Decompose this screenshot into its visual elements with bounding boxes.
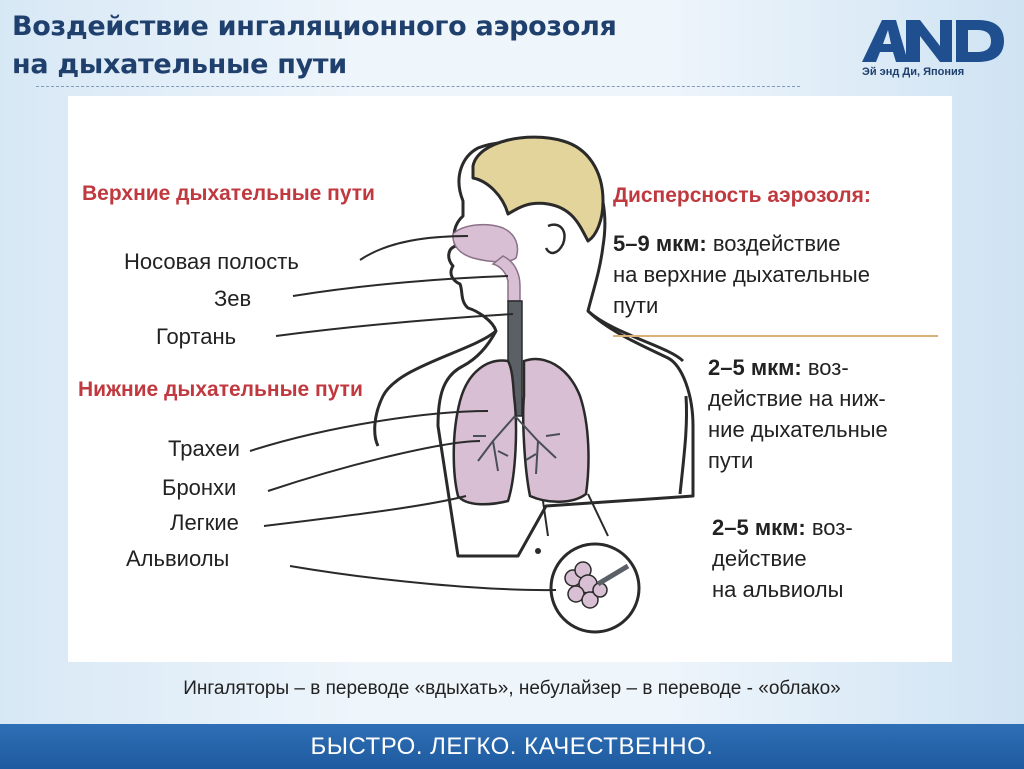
label-alveoli: Альвиолы (126, 546, 230, 571)
dispersion-heading: Дисперсность аэрозоля: (613, 184, 871, 207)
dispersion-2-line-4: пути (708, 448, 754, 473)
dispersion-2-line-3: ние дыхательные (708, 417, 888, 442)
label-trachea: Трахеи (168, 436, 240, 461)
dispersion-1-line-1: воздействие (712, 231, 841, 256)
dispersion-1-line-2: на верхние дыхательные (613, 262, 870, 287)
label-lungs: Легкие (170, 510, 239, 535)
title-line-2: на дыхательные пути (12, 49, 347, 80)
dispersion-3-line-1: воз- (811, 515, 853, 540)
logo-subtitle: Эй энд Ди, Япония (862, 66, 965, 78)
label-pharynx: Зев (214, 286, 252, 311)
dispersion-size-1: 5–9 мкм: (613, 231, 707, 256)
ear (544, 223, 566, 255)
dispersion-block-2: 2–5 мкм: воз- действие на ниж- ние дыхат… (708, 352, 888, 476)
hair (471, 135, 605, 243)
label-bronchi: Бронхи (162, 475, 237, 500)
dispersion-size-3: 2–5 мкм: (712, 515, 806, 540)
dispersion-size-2: 2–5 мкм: (708, 355, 802, 380)
dispersion-2-line-2: действие на ниж- (708, 386, 886, 411)
dispersion-2-line-1: воз- (807, 355, 849, 380)
anatomy-illustration (249, 135, 938, 634)
leader-lines (249, 235, 557, 592)
dispersion-block-1: 5–9 мкм: воздействие на верхние дыхатель… (613, 228, 870, 321)
footer-slogan: БЫСТРО. ЛЕГКО. КАЧЕСТВЕННО. (310, 733, 714, 760)
lower-airways-heading: Нижние дыхательные пути (78, 378, 363, 401)
diagram-panel: Верхние дыхательные пути Носовая полость… (68, 96, 952, 662)
dispersion-1-line-3: пути (613, 293, 659, 318)
alveoli-cluster (564, 561, 608, 609)
label-nasal-cavity: Носовая полость (124, 249, 299, 274)
dispersion-3-line-3: на альвиолы (712, 577, 844, 602)
right-lung (522, 357, 590, 503)
page-title: Воздействие ингаляционного аэрозоля на д… (12, 8, 617, 84)
dispersion-block-3: 2–5 мкм: воз- действие на альвиолы (712, 512, 853, 605)
upper-airways-heading: Верхние дыхательные пути (82, 182, 375, 205)
nasal-cavity (452, 223, 519, 263)
footnote: Ингаляторы – в переводе «вдыхать», небул… (183, 678, 841, 699)
dispersion-3-line-2: действие (712, 546, 807, 571)
title-line-1: Воздействие ингаляционного аэрозоля (12, 11, 617, 42)
label-larynx: Гортань (156, 324, 237, 349)
and-logo (862, 20, 1004, 62)
title-divider (36, 86, 800, 87)
left-lung (452, 359, 518, 506)
footer-bar: БЫСТРО. ЛЕГКО. КАЧЕСТВЕННО. (0, 724, 1024, 769)
bronchi (473, 415, 561, 475)
